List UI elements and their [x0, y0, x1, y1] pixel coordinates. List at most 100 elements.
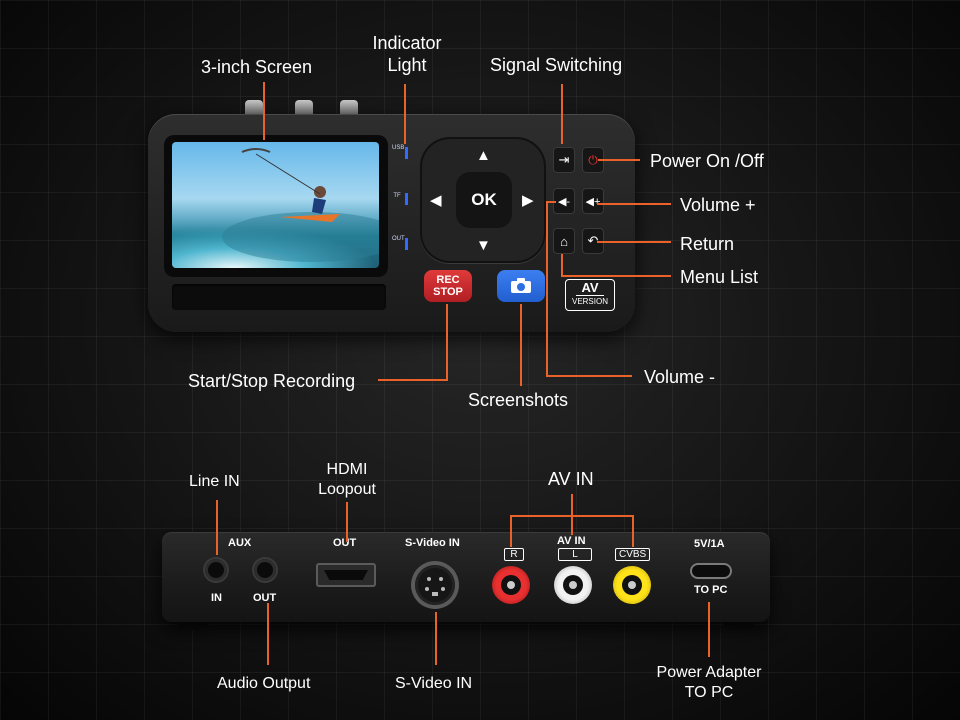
return-button[interactable]: ↶: [582, 228, 604, 254]
hdmi-line1: HDMI: [326, 461, 368, 478]
version-label: VERSION: [571, 297, 608, 306]
signal-label: Signal Switching: [490, 55, 623, 75]
volume-plus-label: Volume +: [680, 195, 756, 215]
callout-line: [561, 84, 563, 144]
kitesurfer-image: [222, 148, 379, 262]
r-tag: R: [504, 548, 524, 561]
av-in-port-label: AV IN: [557, 535, 586, 547]
up-arrow-icon[interactable]: ▲: [476, 147, 491, 164]
line-in-label: Line IN: [189, 473, 240, 490]
callout-line: [510, 515, 512, 547]
audio-out-jack[interactable]: [254, 559, 276, 581]
record-stop-button[interactable]: REC STOP: [424, 270, 472, 302]
menu-label: Menu List: [680, 267, 759, 287]
indicator-tf-label: TF: [393, 193, 401, 199]
menu-button[interactable]: ⌂: [553, 228, 575, 254]
left-arrow-icon[interactable]: ◀: [430, 192, 442, 209]
callout-line: [435, 612, 437, 665]
usb-led: [405, 147, 408, 159]
home-icon: ⌂: [560, 233, 568, 249]
antenna-knob: [245, 100, 263, 116]
back-arrow-icon: ↶: [587, 233, 599, 248]
record-label: Start/Stop Recording: [188, 371, 356, 391]
cvbs-tag: CVBS: [615, 548, 651, 561]
callout-line: [597, 203, 671, 205]
callout-line: [561, 275, 671, 277]
antenna-knob: [340, 100, 358, 116]
indicator-label: Indicator Light: [360, 32, 454, 76]
callout-line: [571, 494, 573, 516]
capture-device-rear: [162, 532, 770, 622]
callout-line: [546, 375, 632, 377]
callout-line: [632, 515, 634, 547]
speaker-minus-icon: ◀-: [557, 195, 571, 208]
volume-down-button[interactable]: ◀-: [553, 188, 575, 214]
power-line1: Power Adapter: [656, 664, 762, 681]
av-label: AV: [576, 280, 604, 296]
av-in-label: AV IN: [548, 469, 594, 489]
device-foot: [178, 620, 208, 630]
indicator-line2: Light: [387, 55, 427, 75]
svideo-port-label: S-Video IN: [405, 537, 460, 549]
antenna-knob: [295, 100, 313, 116]
av-version-badge: AV VERSION: [565, 279, 615, 311]
audio-output-label: Audio Output: [217, 675, 311, 692]
indicator-out-label: OUT: [392, 236, 405, 242]
power-line2: TO PC: [684, 684, 734, 701]
power-label: Power On /Off: [650, 151, 764, 171]
input-switch-icon: ⇥: [558, 152, 570, 167]
speaker-plus-icon: ◀+: [585, 195, 601, 208]
right-arrow-icon[interactable]: ▶: [522, 192, 534, 209]
volume-minus-label: Volume -: [644, 367, 716, 387]
callout-line: [561, 254, 563, 276]
aux-in-label: IN: [211, 592, 222, 604]
callout-line: [546, 201, 556, 203]
power-icon: ⏻: [588, 152, 598, 167]
callout-line: [263, 82, 265, 140]
rca-left-audio[interactable]: [554, 566, 592, 604]
callout-line: [571, 515, 573, 535]
volume-up-button[interactable]: ◀+: [582, 188, 604, 214]
lcd-screen: [172, 142, 379, 268]
power-button[interactable]: ⏻: [582, 147, 604, 173]
svideo-pins: [425, 577, 445, 596]
hdmi-line2: Loopout: [318, 481, 376, 498]
line-in-jack[interactable]: [205, 559, 227, 581]
screenshots-label: Screenshots: [468, 390, 569, 410]
svideo-port[interactable]: [415, 565, 455, 605]
callout-line: [267, 603, 269, 665]
speaker-grille: [172, 284, 386, 310]
ok-button[interactable]: OK: [456, 172, 512, 228]
rca-cvbs-video[interactable]: [613, 566, 651, 604]
callout-line: [404, 84, 406, 144]
hdmi-out-label: OUT: [333, 537, 357, 549]
callout-line: [598, 159, 640, 161]
indicator-line1: Indicator: [372, 33, 442, 53]
svideo-in-label: S-Video IN: [395, 675, 473, 692]
tf-led: [405, 193, 408, 205]
indicator-usb-label: USB: [392, 145, 405, 151]
callout-line: [597, 241, 671, 243]
return-label: Return: [680, 234, 735, 254]
rca-right-audio[interactable]: [492, 566, 530, 604]
out-led: [405, 238, 408, 250]
callout-line: [216, 500, 218, 555]
callout-line: [546, 201, 548, 376]
power-adapter-label: Power Adapter TO PC: [650, 663, 768, 703]
callout-line: [446, 304, 448, 380]
callout-line: [346, 502, 348, 542]
hdmi-port-slot: [324, 570, 368, 580]
device-foot: [724, 620, 754, 630]
screenshot-button[interactable]: [497, 270, 545, 302]
callout-line: [520, 304, 522, 386]
camera-icon: [511, 278, 531, 293]
down-arrow-icon[interactable]: ▼: [476, 237, 491, 254]
aux-port-label: AUX: [228, 537, 252, 549]
l-tag: L: [558, 548, 592, 561]
rec-label: REC: [436, 274, 460, 286]
hdmi-loopout-label: HDMI Loopout: [306, 460, 388, 500]
stop-label: STOP: [433, 286, 463, 298]
usb-c-port[interactable]: [692, 565, 730, 577]
callout-line: [708, 602, 710, 657]
signal-switch-button[interactable]: ⇥: [553, 147, 575, 173]
